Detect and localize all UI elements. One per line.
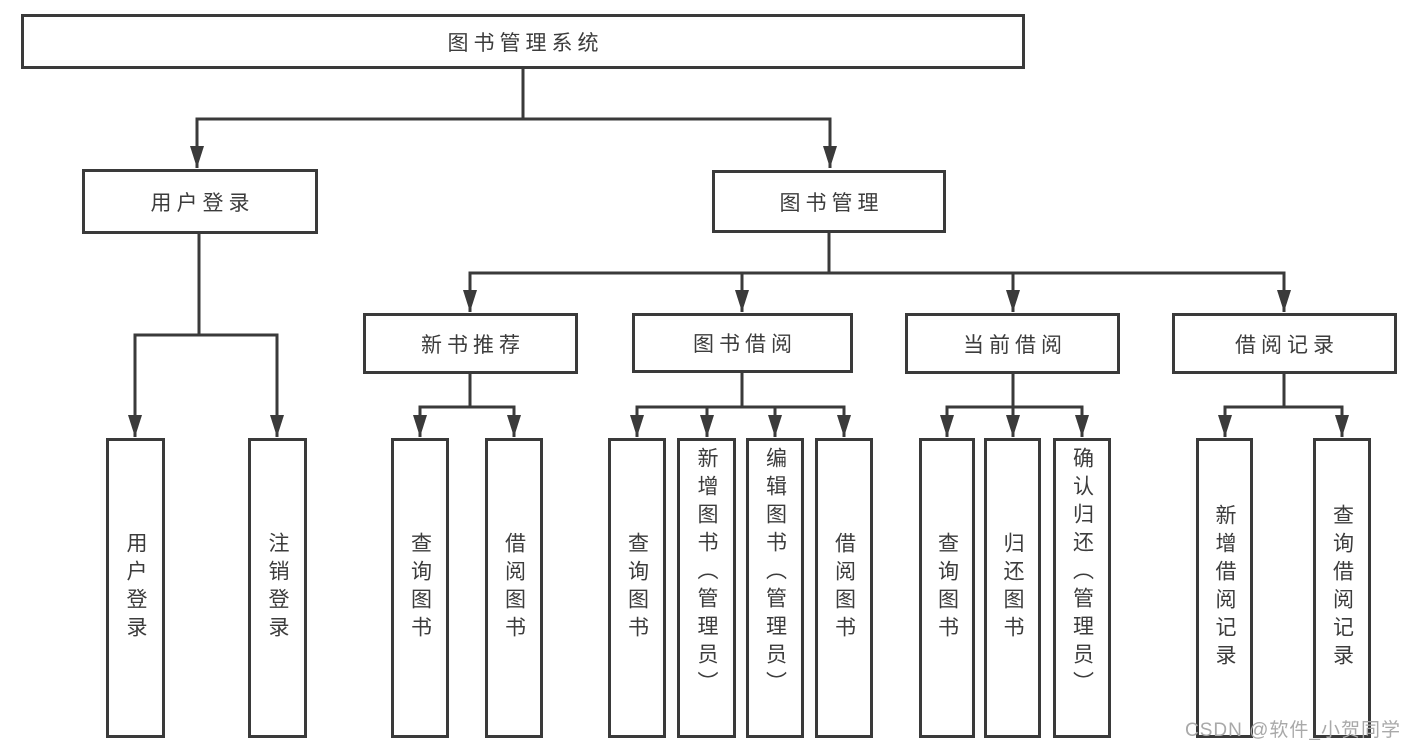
- leaf-query-books-borrow-label: 查询图书: [625, 532, 649, 644]
- leaf-edit-books-admin: 编辑图书（管理员）: [746, 438, 804, 738]
- leaf-return-books-label: 归还图书: [1001, 532, 1025, 644]
- leaf-query-books-borrow: 查询图书: [608, 438, 666, 738]
- leaf-user-login: 用户登录: [106, 438, 165, 738]
- node-user-login-label: 用户登录: [150, 191, 255, 215]
- leaf-query-books-current: 查询图书: [919, 438, 975, 738]
- node-root-label: 图书管理系统: [447, 31, 604, 55]
- leaf-borrow-books-label: 借阅图书: [832, 532, 856, 644]
- node-book-borrowing: 图书借阅: [632, 313, 853, 373]
- leaf-query-borrow-record: 查询借阅记录: [1313, 438, 1371, 738]
- leaf-query-books-recommend: 查询图书: [391, 438, 449, 738]
- node-new-book-recommendation: 新书推荐: [363, 313, 578, 374]
- leaf-add-borrow-record-label: 新增借阅记录: [1213, 504, 1237, 672]
- leaf-add-borrow-record: 新增借阅记录: [1196, 438, 1253, 738]
- leaf-query-borrow-record-label: 查询借阅记录: [1330, 504, 1354, 672]
- node-current-borrowing-label: 当前借阅: [963, 333, 1067, 357]
- node-user-login: 用户登录: [82, 169, 318, 234]
- leaf-logout-label: 注销登录: [266, 532, 290, 644]
- leaf-add-books-admin: 新增图书（管理员）: [677, 438, 736, 738]
- watermark: CSDN @软件_小贺同学: [1185, 720, 1401, 741]
- leaf-confirm-return-admin-label: 确认归还（管理员）: [1070, 447, 1094, 699]
- leaf-borrow-books-recommend: 借阅图书: [485, 438, 543, 738]
- node-current-borrowing: 当前借阅: [905, 313, 1120, 374]
- leaf-logout: 注销登录: [248, 438, 307, 738]
- node-borrowing-records-label: 借阅记录: [1235, 333, 1339, 357]
- node-book-management: 图书管理: [712, 170, 946, 233]
- leaf-add-books-admin-label: 新增图书（管理员）: [695, 447, 719, 699]
- leaf-edit-books-admin-label: 编辑图书（管理员）: [763, 447, 787, 699]
- leaf-borrow-books: 借阅图书: [815, 438, 873, 738]
- leaf-query-books-current-label: 查询图书: [935, 532, 959, 644]
- leaf-query-books-recommend-label: 查询图书: [408, 532, 432, 644]
- node-borrowing-records: 借阅记录: [1172, 313, 1397, 374]
- node-new-book-recommendation-label: 新书推荐: [421, 333, 525, 357]
- node-root-system: 图书管理系统: [21, 14, 1025, 69]
- leaf-borrow-books-recommend-label: 借阅图书: [502, 532, 526, 644]
- leaf-confirm-return-admin: 确认归还（管理员）: [1053, 438, 1111, 738]
- node-book-management-label: 图书管理: [779, 191, 884, 215]
- leaf-return-books: 归还图书: [984, 438, 1041, 738]
- leaf-user-login-label: 用户登录: [124, 532, 148, 644]
- node-book-borrowing-label: 图书借阅: [693, 333, 797, 356]
